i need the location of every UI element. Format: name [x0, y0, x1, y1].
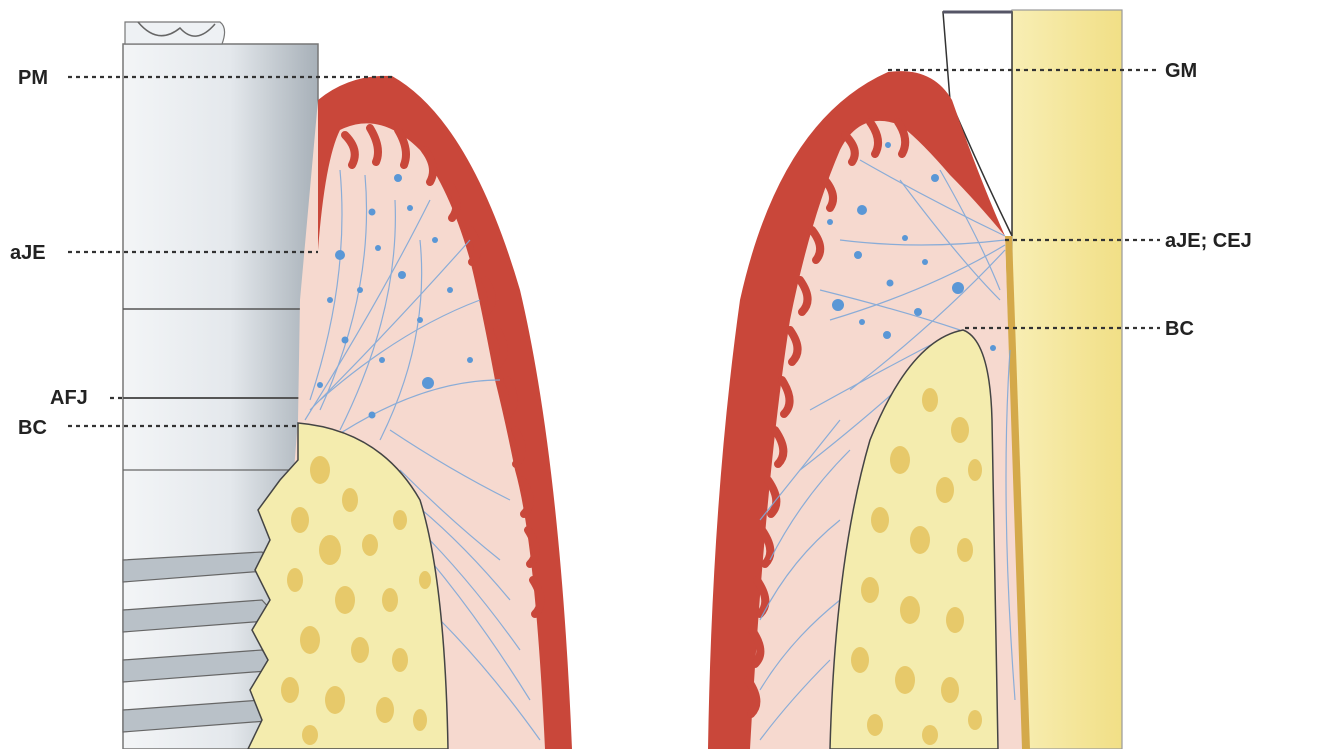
label-bc-right: BC	[1165, 319, 1194, 339]
label-aje: aJE	[10, 243, 46, 263]
label-gm: GM	[1165, 61, 1197, 81]
label-bc-left: BC	[18, 418, 47, 438]
label-pm: PM	[18, 68, 48, 88]
tooth-side	[708, 10, 1160, 749]
label-aje-cej: aJE; CEJ	[1165, 231, 1252, 251]
implant-side	[68, 22, 572, 749]
tooth-dentin	[1012, 10, 1122, 749]
label-afj: AFJ	[50, 388, 88, 408]
